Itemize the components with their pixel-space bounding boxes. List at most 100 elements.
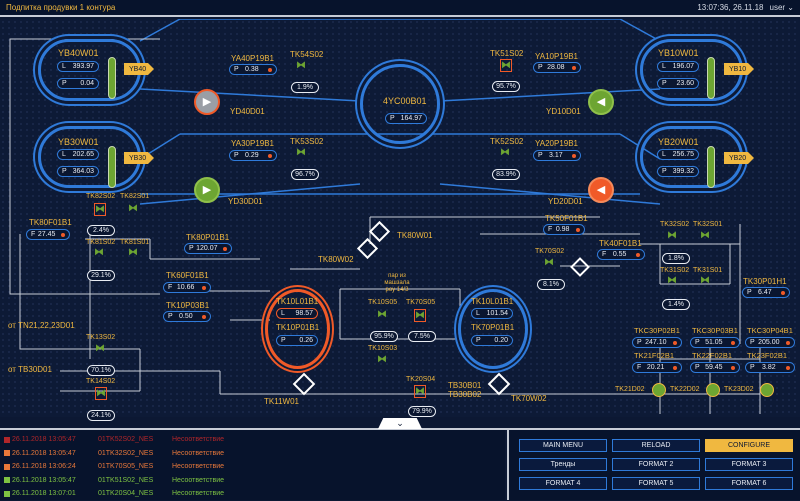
vessel-tk10[interactable] [265,289,330,369]
collapse-button[interactable]: ⌄ [378,418,422,429]
level-bar [108,146,116,188]
sensor-label: TK40F01B1 [599,239,642,248]
drive-icon[interactable] [706,383,720,397]
valve-icon[interactable]: ⧓ [414,309,426,322]
alarm-severity-icon [4,436,10,443]
user-menu[interactable]: user ⌄ [769,3,795,12]
button-configure[interactable]: CONFIGURE [705,439,793,452]
valve-icon[interactable]: ⧓ [377,309,387,320]
valve-label: TK52S02 [490,137,524,146]
sensor-label: TK70P01B1 [471,323,515,332]
vessel-label: 4YC00B01 [383,96,427,106]
valve-icon[interactable]: ⧓ [94,203,106,216]
button-format-2[interactable]: FORMAT 2 [612,458,700,471]
alarm-time: 26.11.2018 13:05:47 [12,476,76,484]
tank-tag: YB10 [724,63,754,75]
button-format-3[interactable]: FORMAT 3 [705,458,793,471]
alarm-time: 26.11.2018 13:06:24 [12,463,76,471]
pump-yd30d01[interactable]: ▶ [194,177,220,203]
play-reverse-icon: ◀ [596,184,606,196]
drive-icon[interactable] [652,383,666,397]
valve-label: TK70S05 [406,299,436,306]
vessel-4yc00b01[interactable] [360,64,440,144]
alarm-time: 26.11.2018 13:05:47 [12,436,76,444]
drive-icon[interactable] [760,383,774,397]
button-reload[interactable]: RELOAD [612,439,700,452]
pump-yd20d01[interactable]: ◀ [588,177,614,203]
sensor-label: TKC30P04B1 [747,326,793,335]
button-format-4[interactable]: FORMAT 4 [519,477,607,490]
tank-tag: YB20 [724,152,754,164]
valve-icon[interactable]: ⧓ [377,354,387,365]
pump-label: YD30D01 [228,197,263,206]
button-panel: MAIN MENU RELOAD CONFIGURE Тренды FORMAT 2 FO… [507,430,800,500]
level-bar [707,57,715,99]
source-label: от TB30D01 [8,365,52,374]
valve-icon[interactable]: ⧓ [128,203,138,214]
alarm-message: Несоответствие [172,463,225,471]
datetime: 13:07:36, 26.11.18 [697,3,764,12]
alarm-tag: 01TK52S02_NES [98,436,154,444]
valve-icon[interactable]: ⧓ [414,385,426,398]
pump-label: YD20D01 [548,197,583,206]
button-main-menu[interactable]: MAIN MENU [519,439,607,452]
button-format-6[interactable]: FORMAT 6 [705,477,793,490]
valve-label: TK31S02 [660,267,690,274]
alarm-message: Несоответствие [172,490,225,498]
valve-position: 29.1% [87,270,115,281]
valve-icon[interactable]: ⧓ [94,247,104,258]
valve-label: TK11W01 [264,397,299,406]
alarm-severity-icon [4,450,10,457]
sensor-label: TK10L01B1 [276,297,319,306]
valve-label: TK32S01 [693,221,723,228]
valve-icon[interactable]: ⧓ [500,59,512,72]
valve-label: TK81S01 [120,239,150,246]
valve-icon[interactable]: ⧓ [544,257,554,268]
alarm-time: 26.11.2018 13:07:01 [12,490,76,498]
sensor-label: YA40P19B1 [231,54,274,63]
valve-position: 95.7% [492,81,520,92]
play-reverse-icon: ◀ [596,96,606,108]
valve-label: TK53S02 [290,137,324,146]
source-label: от TN21,22,23D01 [8,321,75,330]
pump-yd40d01[interactable]: ▶ [194,89,220,115]
valve-icon[interactable]: ⧓ [700,230,710,241]
valve-icon[interactable]: ⧓ [667,230,677,241]
valve-icon[interactable]: ⧓ [95,387,107,400]
valve-label: TK70S02 [535,248,565,255]
button-тренды[interactable]: Тренды [519,458,607,471]
valve-icon[interactable]: ⧓ [296,60,306,71]
pump-yd10d01[interactable]: ◀ [588,89,614,115]
vessel-tk70[interactable] [458,289,528,369]
valve-icon[interactable]: ⧓ [667,275,677,286]
play-icon: ▶ [202,96,212,108]
valve-icon[interactable]: ⧓ [95,343,105,354]
alarm-list: 26.11.2018 13:05:47 01TK52S02_NES Несоотве… [0,430,505,500]
drive-label: TK21D02 [615,386,645,393]
valve-icon[interactable]: ⧓ [296,147,306,158]
valve-label: TK82S02 [86,193,116,200]
button-format-5[interactable]: FORMAT 5 [612,477,700,490]
valve-icon[interactable]: ⧓ [500,147,510,158]
tank-label: YB20W01 [658,137,699,147]
valve-icon[interactable]: ⧓ [128,247,138,258]
valve-label: TK80W02 [318,255,354,264]
alarm-time: 26.11.2018 13:05:47 [12,449,76,457]
valve-icon[interactable]: ⧓ [700,275,710,286]
